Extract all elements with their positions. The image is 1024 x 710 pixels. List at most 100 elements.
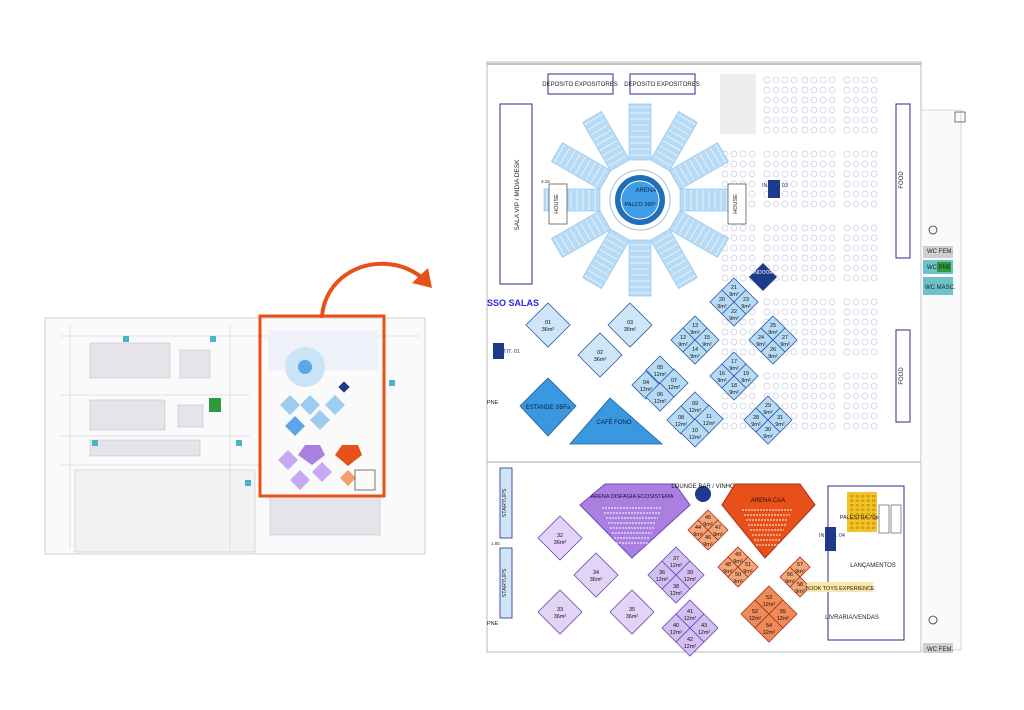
cafe-fono-booth[interactable]: [569, 397, 664, 445]
book-toys-box[interactable]: [807, 582, 873, 592]
indoor-block[interactable]: [749, 263, 777, 291]
arena-caa[interactable]: [721, 483, 816, 559]
inst-01-label: INSTIT. 01: [494, 349, 520, 355]
booth-number: 29: [765, 403, 771, 409]
palestra-side-box-2: [890, 504, 902, 534]
deposito-label-1: DEPOSITO EXPOSITORES: [542, 82, 617, 88]
seating-block: [843, 150, 878, 208]
food-bottom-box: [895, 329, 911, 423]
food-bottom-label: FOOD: [899, 367, 905, 385]
startups-box-1: [499, 467, 513, 539]
booth-number: 41: [687, 609, 693, 615]
booth-area: 9m²: [763, 434, 773, 440]
booth-area: 9m²: [756, 342, 766, 348]
booth-area: 9m²: [690, 330, 700, 336]
booth-area: 36m²: [594, 357, 607, 363]
deposito-box-2: [629, 73, 696, 95]
estande-sbfa-label: ESTANDE SBFa: [526, 405, 571, 411]
booth-number: 27: [782, 335, 788, 341]
estande-sbfa-booth[interactable]: [519, 377, 577, 437]
overview-highlight-contents: [268, 330, 378, 491]
startups-label-1: STARTUPS: [502, 488, 508, 517]
seating-block: [763, 372, 798, 430]
booth-number: 42: [687, 637, 693, 643]
arena-disfagia-seats: [602, 507, 662, 544]
seating-block: [720, 74, 756, 134]
arena-disfagia[interactable]: [579, 483, 691, 559]
booth-number: 01: [545, 320, 551, 326]
booth-area: 9m²: [743, 569, 753, 575]
booth-layer: 0136m²0236m²0336m²0412m²0512m²0612m²0712…: [525, 277, 811, 657]
inst-04-block: [825, 527, 836, 551]
booth-area: 9m²: [795, 589, 805, 595]
booth-area: 12m²: [670, 563, 683, 569]
seating-block: [843, 224, 878, 282]
booth-number: 14: [692, 347, 698, 353]
wc-fem-block: [923, 246, 953, 258]
lounge-label: LOUNGE BAR / VINHOS: [671, 484, 738, 490]
overview-left-halls: [74, 342, 381, 553]
booth-area: 9m²: [702, 342, 712, 348]
wc-masc-label: WC MASC.: [925, 285, 956, 291]
booth-number: 44: [695, 525, 701, 531]
palestra-room[interactable]: [847, 492, 877, 532]
seating-block: [801, 76, 836, 134]
booth-area: 9m²: [768, 354, 778, 360]
booth-number: 09: [692, 401, 698, 407]
booth-area: 12m²: [689, 435, 702, 441]
booth-area: 36m²: [590, 577, 603, 583]
booth-area: 12m²: [763, 602, 776, 608]
booth-number: 12: [680, 335, 686, 341]
booth-number: 31: [777, 415, 783, 421]
arena-seating-section: [679, 188, 737, 212]
booth-area: 9m²: [729, 316, 739, 322]
wc-masc-block: [923, 277, 953, 295]
booth-number: 50: [735, 572, 741, 578]
palestra-side-box: [878, 504, 890, 534]
startups-label-2: STARTUPS: [502, 568, 508, 597]
booth-area: 9m²: [741, 378, 751, 384]
booth-number: 22: [731, 309, 737, 315]
booth-number: 20: [719, 297, 725, 303]
inst-03-label: INSTIT. 03: [762, 183, 788, 189]
dimension-label-2: 1.85: [491, 541, 500, 546]
booth-area: 9m²: [717, 304, 727, 310]
arena-disfagia-label: ARENA DISFAGIA ECOSISTEMA: [591, 494, 674, 500]
livraria-label: LIVRARIA/VENDAS: [825, 615, 879, 621]
booth-area: 9m²: [693, 532, 703, 538]
booth-area: 9m²: [751, 422, 761, 428]
seating-block: [843, 372, 878, 430]
booth-number: 26: [770, 347, 776, 353]
booth-area: 36m²: [554, 614, 567, 620]
booth-area: 9m²: [678, 342, 688, 348]
startups-box-2: [499, 547, 513, 619]
wc-fem-bottom-block: [923, 643, 953, 653]
booth-number: 33: [557, 607, 563, 613]
palco-label: PALCO 360º: [625, 201, 656, 208]
pne-bottom-label: PNE: [487, 621, 499, 627]
booth-number: 19: [743, 371, 749, 377]
booth-area: 12m²: [670, 591, 683, 597]
booth-number: 37: [673, 556, 679, 562]
